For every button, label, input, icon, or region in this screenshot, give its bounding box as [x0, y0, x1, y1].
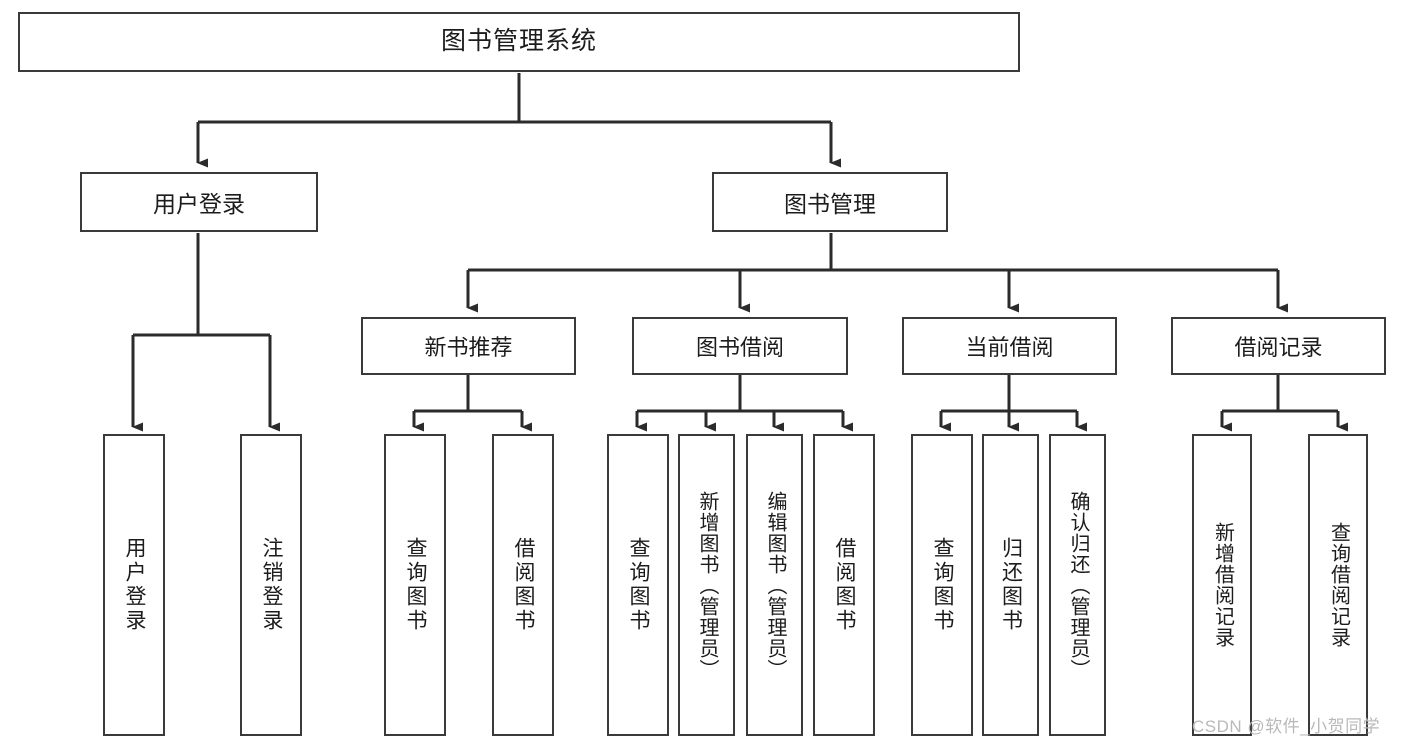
leaf-add-borrow-record[interactable]: 新增借阅记录 [1192, 434, 1252, 736]
leaf-return-book-label: 归还图书 [999, 537, 1023, 633]
node-book-manage[interactable]: 图书管理 [712, 172, 948, 232]
leaf-query-borrow-record-label: 查询借阅记录 [1327, 522, 1350, 648]
leaf-borrow-book-rec-label: 借阅图书 [512, 537, 536, 633]
leaf-query-book-current[interactable]: 查询图书 [911, 434, 973, 736]
leaf-query-book-borrow[interactable]: 查询图书 [607, 434, 669, 736]
node-new-book-rec-label: 新书推荐 [424, 335, 513, 360]
leaf-borrow-book-label: 借阅图书 [833, 537, 857, 633]
node-root-label: 图书管理系统 [440, 27, 597, 56]
csdn-watermark: CSDN @软件_小贺同学 [1192, 717, 1381, 736]
leaf-user-login-label: 用户登录 [123, 537, 147, 633]
leaf-add-borrow-record-label: 新增借阅记录 [1211, 522, 1234, 648]
leaf-add-book-admin[interactable]: 新增图书（管理员） [678, 434, 735, 736]
node-user-login-label: 用户登录 [153, 191, 245, 217]
leaf-add-book-admin-label: 新增图书（管理员） [696, 490, 718, 680]
leaf-confirm-return-admin[interactable]: 确认归还（管理员） [1049, 434, 1106, 736]
leaf-confirm-return-admin-label: 确认归还（管理员） [1067, 490, 1089, 680]
node-borrow-record-label: 借阅记录 [1234, 335, 1323, 360]
node-current-borrow[interactable]: 当前借阅 [902, 317, 1117, 375]
node-root[interactable]: 图书管理系统 [18, 12, 1020, 72]
node-borrow-record[interactable]: 借阅记录 [1171, 317, 1386, 375]
leaf-user-login[interactable]: 用户登录 [103, 434, 165, 736]
leaf-logout[interactable]: 注销登录 [240, 434, 302, 736]
leaf-logout-label: 注销登录 [260, 537, 284, 633]
leaf-query-book-current-label: 查询图书 [931, 537, 955, 633]
node-new-book-rec[interactable]: 新书推荐 [361, 317, 576, 375]
leaf-query-book-borrow-label: 查询图书 [627, 537, 651, 633]
leaf-query-book-rec-label: 查询图书 [404, 537, 428, 633]
node-user-login[interactable]: 用户登录 [80, 172, 318, 232]
leaf-borrow-book[interactable]: 借阅图书 [813, 434, 875, 736]
leaf-edit-book-admin[interactable]: 编辑图书（管理员） [746, 434, 803, 736]
node-current-borrow-label: 当前借阅 [965, 335, 1054, 360]
node-book-borrow[interactable]: 图书借阅 [632, 317, 848, 375]
node-book-manage-label: 图书管理 [784, 191, 876, 217]
leaf-edit-book-admin-label: 编辑图书（管理员） [764, 490, 786, 680]
leaf-return-book[interactable]: 归还图书 [982, 434, 1039, 736]
leaf-borrow-book-rec[interactable]: 借阅图书 [492, 434, 554, 736]
leaf-query-borrow-record[interactable]: 查询借阅记录 [1308, 434, 1368, 736]
leaf-query-book-rec[interactable]: 查询图书 [384, 434, 446, 736]
node-book-borrow-label: 图书借阅 [695, 335, 784, 360]
